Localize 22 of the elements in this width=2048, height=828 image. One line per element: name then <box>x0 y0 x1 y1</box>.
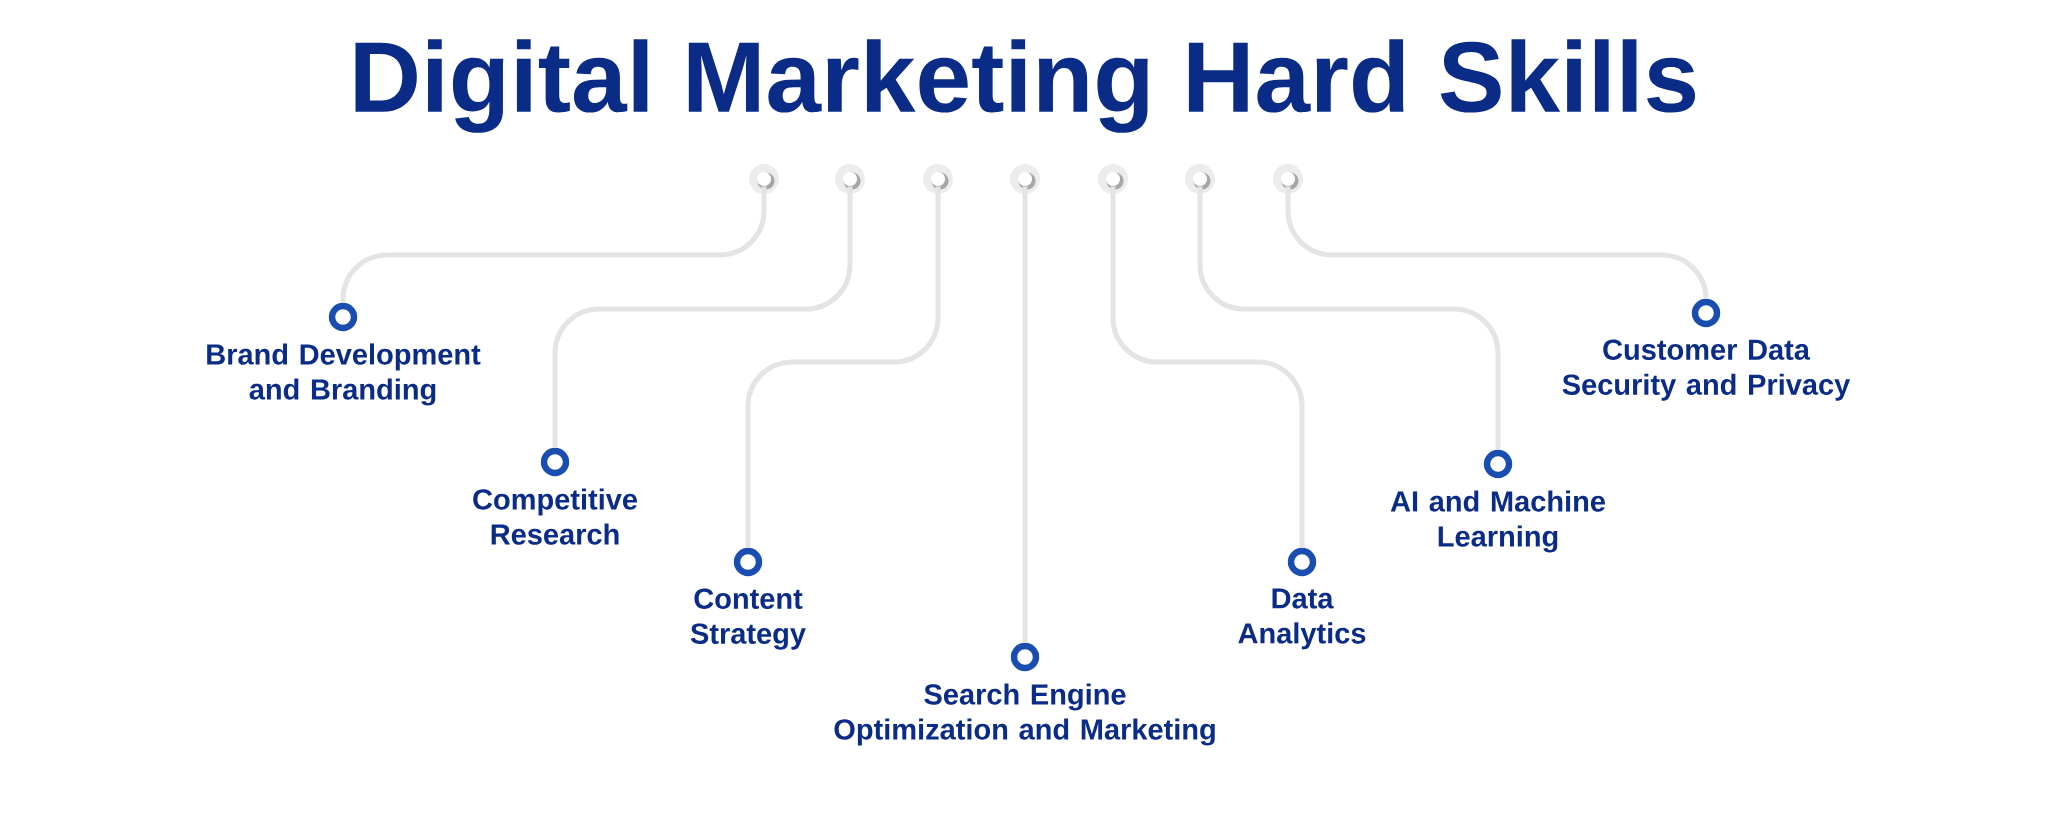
skill-label: Content Strategy <box>690 588 806 650</box>
connector-dot <box>835 164 865 194</box>
connector-line <box>1197 186 1501 450</box>
connector-line <box>745 186 941 548</box>
skill-label: Customer Data Security and Privacy <box>1562 339 1851 401</box>
connector-dot <box>1098 164 1128 194</box>
connector-dot <box>1273 164 1303 194</box>
skill-label: AI and Machine Learning <box>1390 490 1605 553</box>
skill-label: Brand Development and Branding <box>207 343 481 406</box>
connector-dot <box>1010 164 1040 194</box>
skill-label: Data Analytics <box>1238 588 1366 650</box>
connector-line <box>340 186 767 303</box>
title: Digital Marketing Hard Skills <box>355 39 1696 133</box>
connector-line <box>1285 186 1709 302</box>
connector-line <box>552 186 853 448</box>
connector-dot <box>1185 164 1215 194</box>
connector-dot <box>749 164 779 194</box>
connector-line <box>1022 186 1028 643</box>
skill-label: Search Engine Optimization and Marketing <box>834 683 1215 746</box>
skill-label: Competitive Research <box>473 488 637 545</box>
connector-dot <box>923 164 953 194</box>
connector-line <box>1110 186 1305 548</box>
